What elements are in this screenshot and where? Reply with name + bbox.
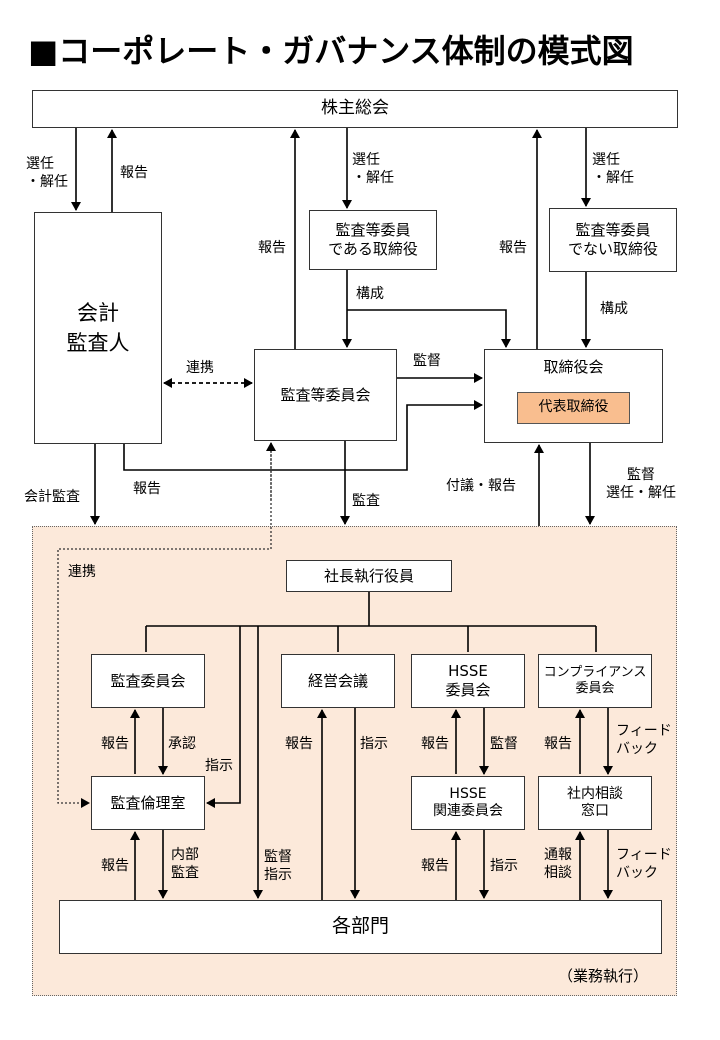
arrow-cooperate-ethics-office bbox=[57, 443, 272, 808]
hsse-committee-box: HSSE 委員会 bbox=[411, 654, 525, 708]
label-cooperate-auditor: 連携 bbox=[186, 360, 214, 376]
management-meeting-box: 経営会議 bbox=[281, 654, 395, 708]
label-supervise-board: 監督 bbox=[413, 353, 441, 369]
label-supervise-select: 監督 選任・解任 bbox=[606, 467, 676, 502]
label-instruct-management: 指示 bbox=[360, 736, 388, 752]
label-feedback-compliance: フィード バック bbox=[616, 723, 672, 758]
label-select-dismiss-non-audit-director: 選任 ・解任 bbox=[592, 152, 634, 187]
shareholders-meeting-box: 株主総会 bbox=[32, 90, 678, 128]
label-report-audit-committee: 報告 bbox=[258, 240, 286, 256]
label-accounting-audit: 会計監査 bbox=[24, 489, 80, 505]
label-internal-audit: 内部 監査 bbox=[171, 847, 199, 882]
page-title: ■コーポレート・ガバナンス体制の模式図 bbox=[28, 32, 634, 70]
label-report-auditor-board: 報告 bbox=[133, 481, 161, 497]
label-instruct-hsse-related: 指示 bbox=[490, 858, 518, 874]
compliance-committee-box: コンプライアンス 委員会 bbox=[538, 654, 652, 708]
audit-and-supervisory-committee-box: 監査等委員会 bbox=[254, 349, 397, 441]
representative-director-box: 代表取締役 bbox=[517, 392, 630, 424]
hsse-related-committee-box: HSSE 関連委員会 bbox=[411, 776, 525, 830]
label-refer-report: 付議・報告 bbox=[446, 478, 516, 494]
label-whistle-consult: 通報 相談 bbox=[544, 847, 572, 882]
internal-consultation-window-box: 社内相談 窓口 bbox=[538, 776, 652, 830]
label-cooperate-ethics: 連携 bbox=[68, 564, 96, 580]
label-compose-board: 構成 bbox=[600, 301, 628, 317]
label-compose-audit: 構成 bbox=[356, 286, 384, 302]
audit-committee-box: 監査委員会 bbox=[91, 654, 205, 708]
label-report-hsse-related: 報告 bbox=[421, 858, 449, 874]
departments-box: 各部門 bbox=[59, 900, 662, 954]
president-box: 社長執行役員 bbox=[286, 560, 452, 592]
label-report-auditor: 報告 bbox=[120, 165, 148, 181]
label-report-management: 報告 bbox=[285, 736, 313, 752]
audit-ethics-office-box: 監査倫理室 bbox=[91, 776, 205, 830]
audit-committee-director-box: 監査等委員 である取締役 bbox=[309, 210, 437, 270]
arrow-instruct-ethics bbox=[206, 626, 241, 808]
label-report-compliance: 報告 bbox=[544, 736, 572, 752]
board-label: 取締役会 bbox=[543, 358, 604, 376]
label-report-hsse: 報告 bbox=[421, 736, 449, 752]
label-select-dismiss-auditor: 選任 ・解任 bbox=[26, 156, 68, 191]
accounting-auditor-box: 会計 監査人 bbox=[34, 212, 162, 444]
label-feedback-depts: フィード バック bbox=[616, 847, 672, 882]
arrow-compose-board-from-audit bbox=[347, 309, 511, 348]
label-select-dismiss-audit-director: 選任 ・解任 bbox=[352, 152, 394, 187]
label-audit-execution: 監査 bbox=[352, 493, 380, 509]
non-audit-committee-director-box: 監査等委員 でない取締役 bbox=[549, 208, 677, 272]
label-supervise-hsse: 監督 bbox=[490, 736, 518, 752]
label-instruct-ethics: 指示 bbox=[205, 758, 233, 774]
arrow-auditor-report-board bbox=[123, 400, 483, 471]
label-report-ethics-committee: 報告 bbox=[101, 736, 129, 752]
label-business-execution: （業務執行） bbox=[558, 967, 649, 985]
label-report-board: 報告 bbox=[499, 240, 527, 256]
label-approve: 承認 bbox=[168, 736, 196, 752]
label-supervise-instruct: 監督 指示 bbox=[264, 849, 292, 884]
label-report-depts-ethics: 報告 bbox=[101, 858, 129, 874]
